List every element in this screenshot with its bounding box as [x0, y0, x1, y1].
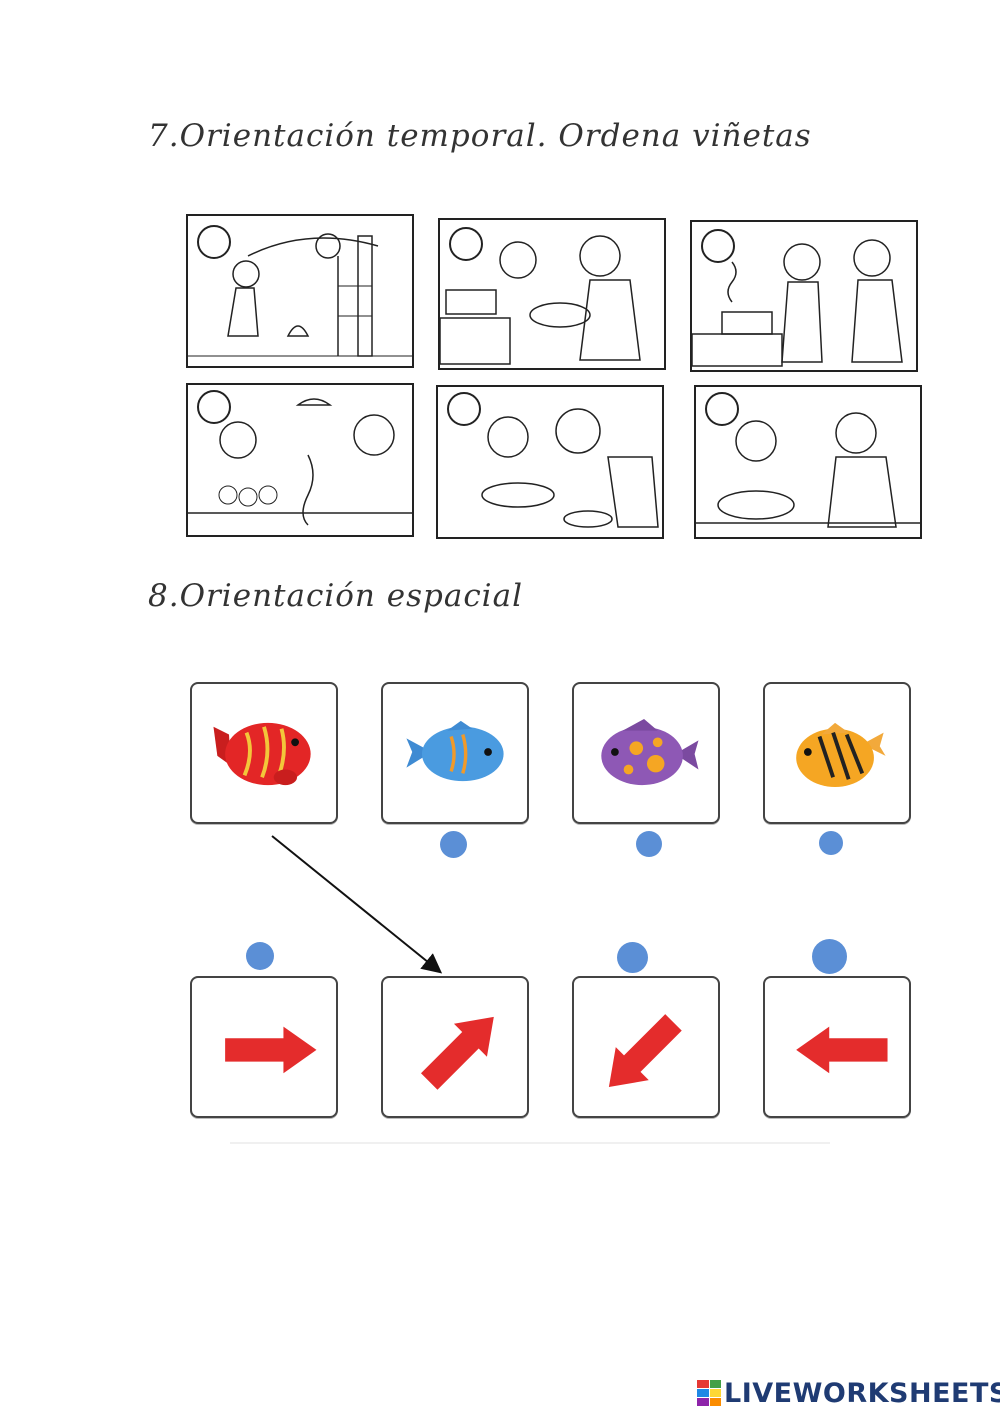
- bears-with-salad-illustration: [696, 392, 920, 528]
- liveworksheets-logo: LIVEWORKSHEETS: [697, 1376, 1000, 1410]
- comic-panel-1[interactable]: [186, 214, 414, 368]
- blue-fish-icon: [406, 720, 504, 782]
- arrow-up-right-icon: [420, 1016, 494, 1090]
- fish-card-red[interactable]: [190, 682, 338, 824]
- bears-cooking-illustration: [692, 229, 903, 367]
- arrow-card-right[interactable]: [190, 976, 338, 1118]
- arrow-left-icon: [796, 1026, 888, 1074]
- bears-with-bowl-illustration: [440, 227, 641, 365]
- connection-dot-arrow-4[interactable]: [812, 939, 847, 974]
- fish-card-blue[interactable]: [381, 682, 529, 824]
- section-8-heading: 8.Orientación espacial: [148, 578, 523, 614]
- connection-dot-arrow-3[interactable]: [617, 942, 648, 973]
- divider: [230, 1142, 830, 1144]
- comic-panel-5[interactable]: [436, 385, 664, 539]
- arrow-card-down-left[interactable]: [572, 976, 720, 1118]
- connection-dot-fish-3[interactable]: [636, 831, 662, 857]
- purple-fish-icon: [601, 718, 699, 786]
- arrow-right-icon: [225, 1026, 317, 1074]
- logo-text: LIVEWORKSHEETS: [724, 1377, 1000, 1409]
- comic-panel-2[interactable]: [438, 218, 666, 370]
- arrow-down-left-icon: [608, 1014, 682, 1088]
- comic-panel-4[interactable]: [186, 383, 414, 537]
- section-7-heading: 7.Orientación temporal. Ordena viñetas: [148, 118, 812, 154]
- connection-dot-arrow-1[interactable]: [246, 942, 274, 970]
- comic-panel-6[interactable]: [694, 385, 922, 539]
- bear-picking-fruit-illustration: [188, 225, 412, 357]
- orange-fish-icon: [796, 722, 886, 788]
- fish-card-purple[interactable]: [572, 682, 720, 824]
- red-fish-icon: [213, 722, 311, 786]
- connection-dot-fish-2[interactable]: [440, 831, 467, 858]
- logo-mark-icon: [697, 1380, 721, 1406]
- connection-dot-fish-4[interactable]: [819, 831, 843, 855]
- bears-eating-illustration: [447, 392, 659, 528]
- comic-panel-3[interactable]: [690, 220, 918, 372]
- arrow-card-up-right[interactable]: [381, 976, 529, 1118]
- bears-making-pasta-illustration: [188, 390, 412, 526]
- fish-card-orange[interactable]: [763, 682, 911, 824]
- arrow-card-left[interactable]: [763, 976, 911, 1118]
